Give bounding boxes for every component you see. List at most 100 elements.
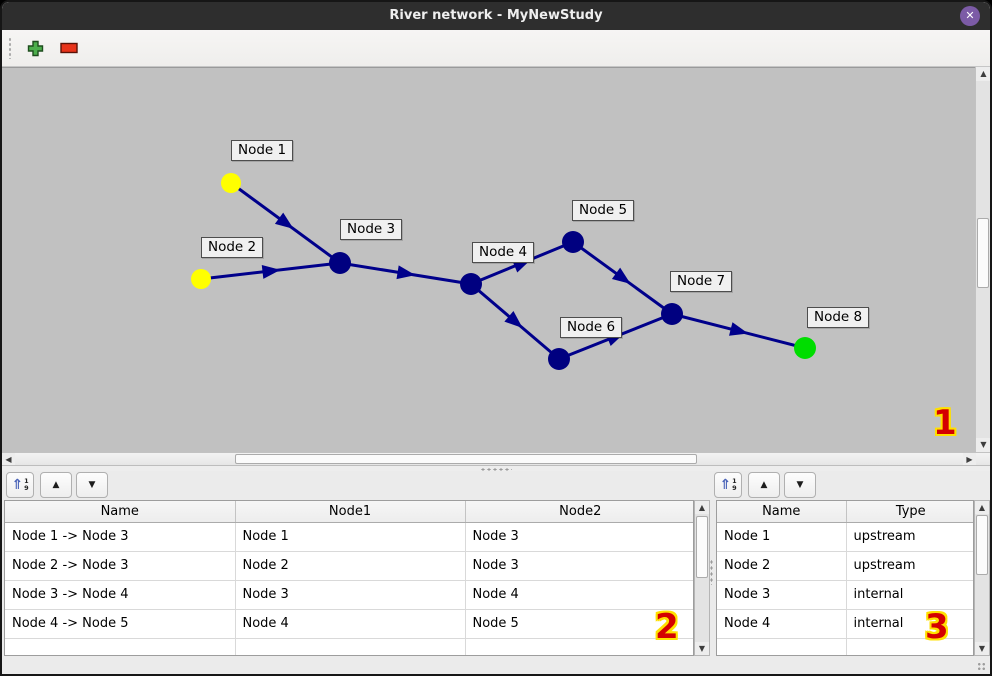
titlebar[interactable]: River network - MyNewStudy ✕ — [2, 2, 990, 30]
nodes-move-up-button[interactable]: ▲ — [748, 472, 780, 498]
arrow-up-icon: ▲ — [760, 480, 768, 490]
network-node-node-7[interactable] — [661, 303, 683, 325]
table-cell: Node 3 — [465, 551, 693, 581]
canvas-hscrollbar[interactable]: ◀ ▶ — [2, 452, 990, 466]
node-label-node-3[interactable]: Node 3 — [340, 219, 403, 240]
table-row-empty — [717, 638, 973, 655]
table-cell — [235, 638, 466, 655]
vscroll-thumb[interactable] — [696, 516, 708, 578]
network-canvas[interactable]: Node 1 Node 2 Node 3 Node 4 Node 5 Node 6 Node… — [2, 67, 975, 452]
scroll-right-icon[interactable]: ▶ — [963, 453, 976, 466]
column-header[interactable]: Name — [717, 501, 847, 523]
connections-move-down-button[interactable]: ▼ — [76, 472, 108, 498]
main-toolbar — [2, 30, 990, 67]
table-cell: upstream — [846, 551, 973, 581]
vscroll-thumb[interactable] — [977, 218, 989, 288]
panel-splitter[interactable] — [710, 471, 714, 658]
close-icon: ✕ — [965, 9, 975, 22]
table-cell: Node 2 — [717, 551, 847, 581]
annotation-3: 3 — [925, 607, 949, 647]
window-title: River network - MyNewStudy — [389, 8, 603, 23]
column-header[interactable]: Type — [846, 501, 973, 523]
nodes-vscrollbar[interactable]: ▲ ▼ — [974, 500, 990, 656]
splitter-handle-icon — [480, 468, 512, 471]
scroll-down-icon[interactable]: ▼ — [976, 438, 990, 452]
column-header[interactable]: Node1 — [235, 501, 466, 523]
table-cell: Node 3 — [465, 522, 693, 552]
arrow-down-icon: ▼ — [88, 480, 96, 490]
network-node-node-8[interactable] — [794, 337, 816, 359]
network-node-node-1[interactable] — [221, 173, 241, 193]
scroll-down-icon[interactable]: ▼ — [975, 642, 989, 655]
canvas-table-splitter[interactable] — [2, 465, 990, 471]
edge-arrow-icon — [611, 267, 631, 284]
network-svg — [191, 173, 816, 370]
network-node-node-2[interactable] — [191, 269, 211, 289]
close-button[interactable]: ✕ — [960, 6, 980, 26]
network-node-node-5[interactable] — [562, 231, 584, 253]
node-label-node-2[interactable]: Node 2 — [201, 237, 264, 258]
scroll-left-icon[interactable]: ◀ — [2, 453, 15, 466]
connections-vscrollbar[interactable]: ▲ ▼ — [694, 500, 710, 656]
table-cell: Node 2 — [235, 551, 466, 581]
table-cell: Node 2 -> Node 3 — [5, 551, 236, 581]
scroll-up-icon[interactable]: ▲ — [695, 501, 709, 514]
network-node-node-4[interactable] — [460, 273, 482, 295]
resize-grip-icon[interactable] — [977, 662, 986, 671]
vscroll-thumb[interactable] — [976, 515, 988, 575]
edge-arrow-icon — [729, 322, 749, 336]
arrow-up-icon: ▲ — [52, 480, 60, 490]
edge-arrow-icon — [504, 310, 523, 328]
statusbar — [2, 658, 990, 674]
nodes-move-down-button[interactable]: ▼ — [784, 472, 816, 498]
annotation-2: 2 — [655, 607, 679, 647]
remove-node-button[interactable] — [56, 35, 82, 61]
connections-move-up-button[interactable]: ▲ — [40, 472, 72, 498]
table-cell: Node 1 — [717, 522, 847, 552]
scroll-up-icon[interactable]: ▲ — [976, 67, 990, 81]
node-label-node-6[interactable]: Node 6 — [560, 317, 623, 338]
minus-icon — [60, 42, 78, 54]
hscroll-thumb[interactable] — [235, 454, 697, 464]
table-cell: Node 3 — [717, 580, 847, 610]
table-cell — [5, 638, 236, 655]
toolbar-drag-handle[interactable] — [8, 37, 12, 59]
node-label-node-8[interactable]: Node 8 — [807, 307, 870, 328]
scroll-down-icon[interactable]: ▼ — [695, 642, 709, 655]
add-node-button[interactable] — [22, 35, 48, 61]
table-cell: Node 4 -> Node 5 — [5, 609, 236, 639]
table-cell: Node 4 — [465, 580, 693, 610]
plus-icon — [27, 40, 43, 56]
table-cell: internal — [846, 609, 973, 639]
node-label-node-7[interactable]: Node 7 — [670, 271, 733, 292]
node-label-node-1[interactable]: Node 1 — [231, 140, 294, 161]
canvas-vscrollbar[interactable]: ▲ ▼ — [975, 67, 990, 452]
table-cell: Node 3 -> Node 4 — [5, 580, 236, 610]
node-label-node-5[interactable]: Node 5 — [572, 200, 635, 221]
network-node-node-3[interactable] — [329, 252, 351, 274]
node-label-node-4[interactable]: Node 4 — [472, 242, 535, 263]
column-header[interactable]: Node2 — [465, 501, 693, 523]
column-header[interactable]: Name — [5, 501, 236, 523]
edge-arrow-icon — [396, 265, 416, 280]
scroll-up-icon[interactable]: ▲ — [975, 501, 989, 514]
table-cell — [846, 638, 973, 655]
network-node-node-6[interactable] — [548, 348, 570, 370]
